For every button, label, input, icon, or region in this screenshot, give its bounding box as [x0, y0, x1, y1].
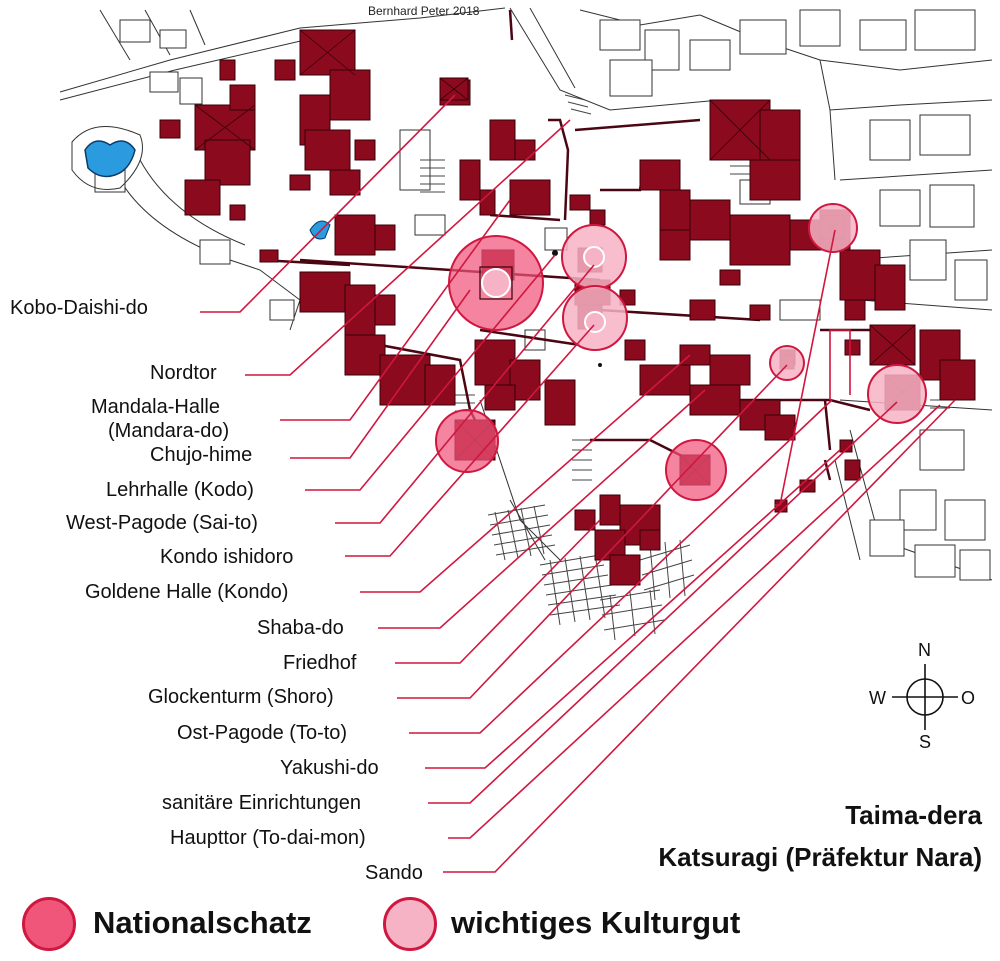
label-mandara-do: (Mandara-do)	[108, 420, 230, 442]
legend-national-treasure-label: Nationalschatz	[93, 905, 312, 940]
marker-ost-area	[867, 364, 927, 424]
label-nordtor: Nordtor	[150, 362, 217, 384]
label-haupttor: Haupttor (To-dai-mon)	[170, 827, 366, 849]
map-title: Taima-dera	[845, 800, 982, 830]
cemetery-grid	[487, 504, 695, 641]
compass-north: N	[918, 640, 931, 660]
label-yakushi-do: Yakushi-do	[280, 757, 379, 779]
label-glockenturm: Glockenturm (Shoro)	[148, 686, 334, 708]
label-kobo-daishi-do: Kobo-Daishi-do	[10, 297, 148, 319]
label-goldene-halle: Goldene Halle (Kondo)	[85, 581, 289, 603]
leader-lines	[200, 94, 956, 873]
label-kondo-ishidoro: Kondo ishidoro	[160, 546, 294, 568]
legend-cultural-property-swatch	[383, 897, 437, 951]
compass	[892, 664, 958, 730]
map-subtitle: Katsuragi (Präfektur Nara)	[658, 842, 982, 872]
label-shaba-do: Shaba-do	[257, 617, 344, 639]
legend-national-treasure-swatch	[22, 897, 76, 951]
compass-west: W	[869, 688, 886, 708]
label-ost-pagode: Ost-Pagode (To-to)	[177, 722, 348, 744]
marker-main-hall-south	[435, 409, 499, 473]
marker-kondo-ishidoro	[665, 439, 727, 501]
label-mandala-halle: Mandala-Halle	[91, 396, 220, 418]
pond	[71, 126, 331, 240]
label-lehrhalle: Lehrhalle (Kodo)	[106, 479, 254, 501]
marker-north-east	[808, 203, 858, 253]
label-west-pagode: West-Pagode (Sai-to)	[66, 512, 258, 534]
compass-south: S	[919, 732, 932, 752]
label-sanitaere-einrichtungen: sanitäre Einrichtungen	[162, 792, 362, 814]
compass-east: O	[961, 688, 976, 708]
marker-yakushi-do	[769, 345, 805, 381]
label-friedhof: Friedhof	[283, 652, 357, 674]
label-chujo-hime: Chujo-hime	[150, 444, 253, 466]
legend-cultural-property-label: wichtiges Kulturgut	[451, 905, 741, 940]
heritage-markers	[435, 203, 927, 501]
label-sando: Sando	[365, 862, 423, 884]
map-credit: Bernhard Peter 2018	[368, 4, 480, 18]
